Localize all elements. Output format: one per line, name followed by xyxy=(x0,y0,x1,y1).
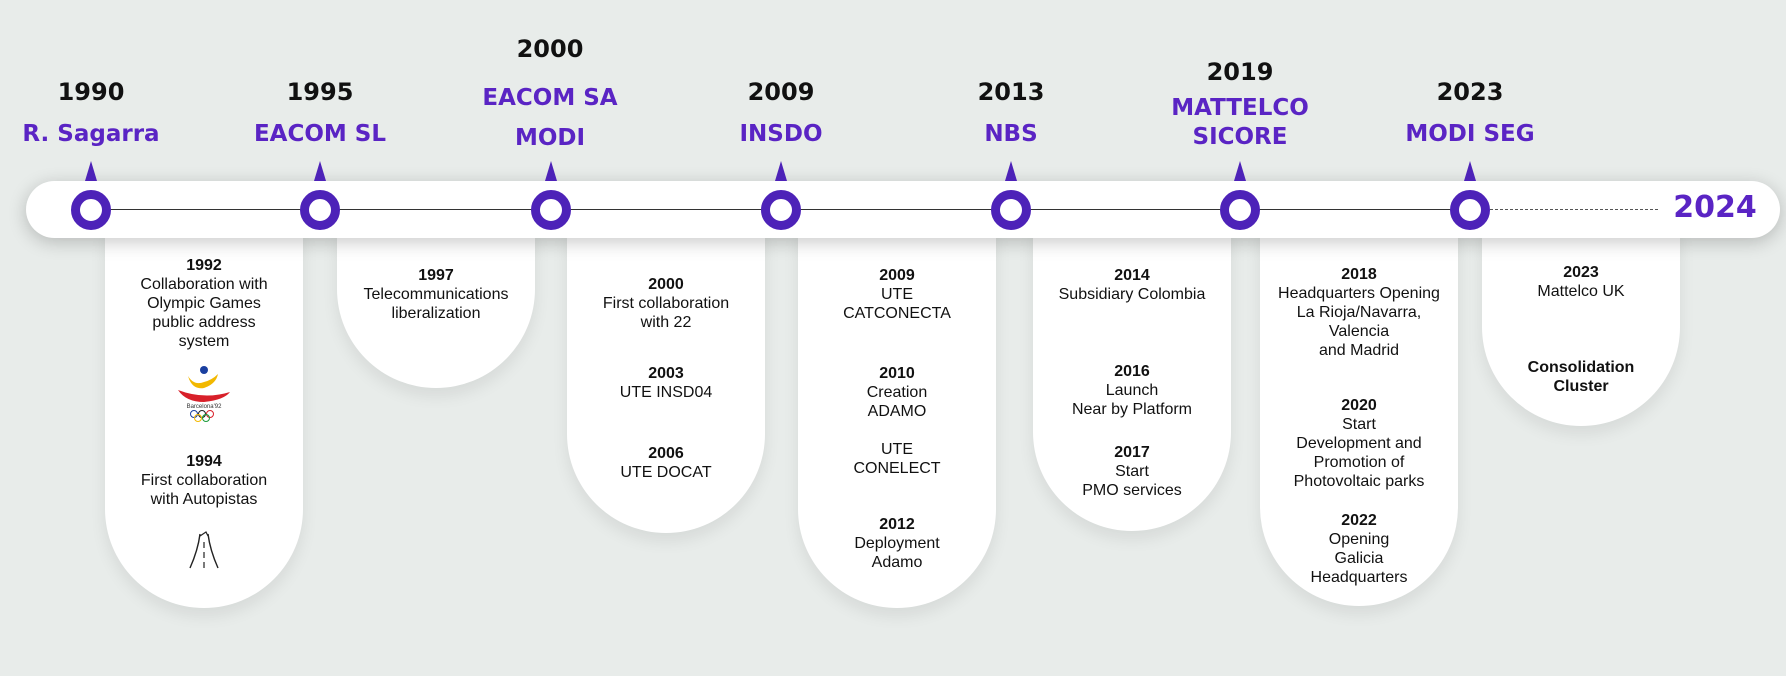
event-year: 2012 xyxy=(879,516,915,533)
event-text: Creation ADAMO xyxy=(866,384,928,420)
event-year: 2017 xyxy=(1114,444,1150,461)
event-text: Opening Galicia Headquarters xyxy=(1310,531,1408,586)
milestone-label: NBS xyxy=(984,121,1038,147)
milestone-label: EACOM SA MODI xyxy=(482,85,618,151)
event-text: Collaboration with Olympic Games public … xyxy=(140,276,268,350)
milestone-year: 2023 xyxy=(1436,78,1504,106)
milestone-label: MODI SEG xyxy=(1405,121,1535,147)
milestone-year: 1990 xyxy=(57,78,125,106)
event-item: 2020 Start Development and Promotion of … xyxy=(1260,396,1458,491)
milestone-year: 2009 xyxy=(747,78,815,106)
pointer-2000 xyxy=(545,161,557,181)
event-card-2: 1997 Telecommunications liberalization xyxy=(337,228,535,388)
event-card-5: 2014 Subsidiary Colombia 2016 Launch Nea… xyxy=(1033,228,1231,531)
pointer-2013 xyxy=(1005,161,1017,181)
event-year: 2014 xyxy=(1114,267,1150,284)
event-text: First collaboration with 22 xyxy=(602,295,730,331)
milestone-year: 2000 xyxy=(516,35,584,63)
timeline-node-2009 xyxy=(761,190,801,230)
pointer-2023 xyxy=(1464,161,1476,181)
event-text: Telecommunications liberalization xyxy=(363,286,509,322)
event-item: 2000 First collaboration with 22 xyxy=(567,275,765,332)
event-text: Subsidiary Colombia xyxy=(1058,286,1206,303)
event-year: 2018 xyxy=(1341,266,1377,283)
barcelona-92-olympic-logo: Barcelona'92 xyxy=(178,366,230,422)
milestone-year: 1995 xyxy=(286,78,354,106)
event-item: 2003 UTE INSD04 xyxy=(567,364,765,402)
event-year: 2016 xyxy=(1114,363,1150,380)
event-year: 1992 xyxy=(186,257,222,274)
milestone-label: EACOM SL xyxy=(253,121,387,147)
timeline-future-line xyxy=(1470,209,1658,210)
event-text: Headquarters Opening La Rioja/Navarra, V… xyxy=(1278,285,1440,359)
timeline-node-2000 xyxy=(531,190,571,230)
event-year: 2020 xyxy=(1341,397,1377,414)
event-item: UTE CONELECT xyxy=(798,440,996,478)
event-item: 2022 Opening Galicia Headquarters xyxy=(1260,511,1458,587)
event-year: 2022 xyxy=(1341,512,1377,529)
event-item: 1992 Collaboration with Olympic Games pu… xyxy=(105,256,303,351)
milestone-label: MATTELCO SICORE xyxy=(1171,95,1309,150)
event-item: 1997 Telecommunications liberalization xyxy=(337,266,535,323)
event-item: 2012 Deployment Adamo xyxy=(798,515,996,572)
event-item: 2023 Mattelco UK xyxy=(1482,263,1680,301)
milestone-year: 2019 xyxy=(1206,58,1274,86)
event-year: 2003 xyxy=(648,365,684,382)
timeline-node-2019 xyxy=(1220,190,1260,230)
event-item: 2016 Launch Near by Platform xyxy=(1033,362,1231,419)
event-card-4: 2009 UTE CATCONECTA 2010 Creation ADAMO … xyxy=(798,228,996,608)
milestone-year: 2013 xyxy=(977,78,1045,106)
event-year: 1997 xyxy=(418,267,454,284)
event-item: 1994 First collaboration with Autopistas xyxy=(105,452,303,509)
event-text: UTE INSD04 xyxy=(619,384,713,401)
event-text: Mattelco UK xyxy=(1537,283,1625,300)
milestone-label: INSDO xyxy=(739,121,823,147)
event-year: 2000 xyxy=(648,276,684,293)
event-item: 2014 Subsidiary Colombia xyxy=(1033,266,1231,304)
pointer-2009 xyxy=(775,161,787,181)
timeline-node-2013 xyxy=(991,190,1031,230)
milestone-label: R. Sagarra xyxy=(22,121,160,147)
timeline-node-1995 xyxy=(300,190,340,230)
timeline-node-2023 xyxy=(1450,190,1490,230)
event-text: First collaboration with Autopistas xyxy=(140,472,268,508)
event-item: 2006 UTE DOCAT xyxy=(567,444,765,482)
event-text: Consolidation Cluster xyxy=(1527,359,1635,395)
pointer-1990 xyxy=(85,161,97,181)
event-item: 2009 UTE CATCONECTA xyxy=(798,266,996,323)
event-item: Consolidation Cluster xyxy=(1482,358,1680,396)
event-text: UTE DOCAT xyxy=(620,464,712,481)
highway-road-icon xyxy=(189,531,219,569)
pointer-1995 xyxy=(314,161,326,181)
event-text: Start Development and Promotion of Photo… xyxy=(1293,416,1425,490)
event-text: Launch Near by Platform xyxy=(1071,382,1193,418)
event-year: 2010 xyxy=(879,365,915,382)
event-card-6: 2018 Headquarters Opening La Rioja/Navar… xyxy=(1260,228,1458,606)
event-item: 2010 Creation ADAMO xyxy=(798,364,996,421)
event-year: 2009 xyxy=(879,267,915,284)
event-card-1: 1992 Collaboration with Olympic Games pu… xyxy=(105,228,303,608)
event-card-7: 2023 Mattelco UK Consolidation Cluster xyxy=(1482,228,1680,426)
event-item: 2017 Start PMO services xyxy=(1033,443,1231,500)
svg-text:Barcelona'92: Barcelona'92 xyxy=(187,404,223,410)
event-card-3: 2000 First collaboration with 22 2003 UT… xyxy=(567,228,765,533)
event-text: UTE CATCONECTA xyxy=(843,286,951,322)
event-year: 1994 xyxy=(186,453,222,470)
event-text: UTE CONELECT xyxy=(853,441,941,477)
event-text: Start PMO services xyxy=(1082,463,1182,499)
pointer-2019 xyxy=(1234,161,1246,181)
event-year: 2023 xyxy=(1563,264,1599,281)
event-text: Deployment Adamo xyxy=(854,535,940,571)
event-year: 2006 xyxy=(648,445,684,462)
timeline-node-1990 xyxy=(71,190,111,230)
timeline-end-year: 2024 xyxy=(1673,190,1757,225)
event-item: 2018 Headquarters Opening La Rioja/Navar… xyxy=(1260,265,1458,360)
